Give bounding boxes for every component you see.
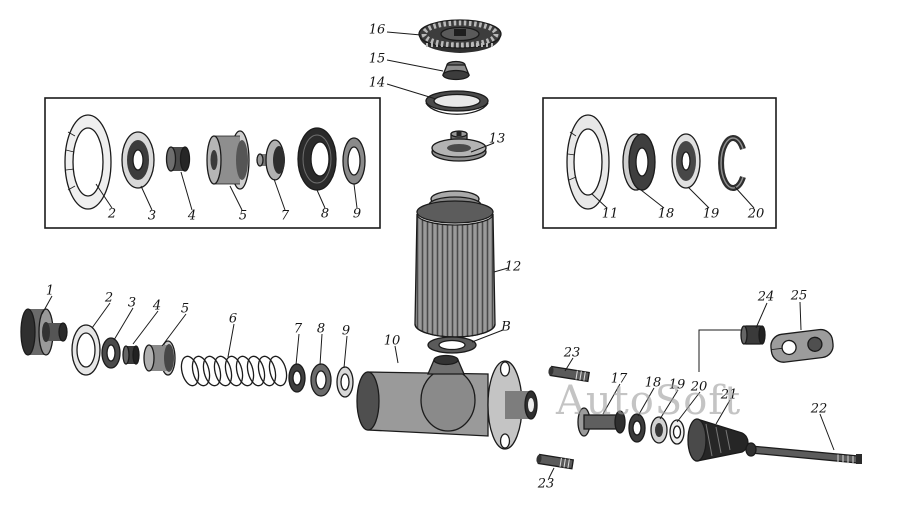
- watermark-text: AutoSoft: [556, 378, 742, 424]
- part-3-washer-detail: [121, 131, 155, 189]
- leader-bracket-24-25: [698, 329, 741, 372]
- leader-lines: [41, 31, 835, 479]
- part-19-seal-detail: [671, 133, 701, 189]
- callout-5: 5: [180, 301, 190, 317]
- part-12-reservoir: [414, 190, 496, 338]
- callout-22: 22: [810, 401, 828, 417]
- part-5-piston-cup: [143, 340, 176, 376]
- callout-left-4: 4: [187, 208, 197, 224]
- part-10-cylinder-body: [356, 354, 538, 450]
- part-b-gasket: [427, 336, 477, 354]
- callout-right-19: 19: [702, 206, 720, 222]
- callout-b: B: [501, 319, 511, 335]
- part-4-bushing-detail: [165, 146, 191, 172]
- part-2-seal: [71, 324, 101, 376]
- callout-21: 21: [720, 387, 738, 403]
- callout-9: 9: [341, 323, 351, 339]
- part-23-stud-lower: [536, 453, 575, 470]
- part-16-filler-cap: [418, 19, 502, 53]
- part-23-stud-upper: [548, 365, 590, 383]
- part-24-nut: [740, 325, 766, 345]
- callout-2: 2: [104, 290, 114, 306]
- part-9-ring-detail: [342, 137, 366, 185]
- part-17-pushrod-seat: [577, 407, 626, 437]
- part-15-valve-insert: [442, 60, 470, 81]
- callout-19: 19: [668, 377, 686, 393]
- callout-left-8: 8: [320, 206, 330, 222]
- part-8-cup-seal: [310, 363, 332, 397]
- part-25-clevis: [770, 328, 834, 363]
- part-22-pushrod: [745, 442, 862, 464]
- callout-7: 7: [293, 321, 303, 337]
- part-7-valve: [288, 363, 306, 393]
- callout-16: 16: [368, 22, 386, 38]
- callout-left-7: 7: [280, 208, 290, 224]
- callout-3: 3: [127, 295, 137, 311]
- callout-18: 18: [644, 375, 662, 391]
- part-5-piston-detail: [206, 130, 250, 190]
- callout-23-upper: 23: [563, 345, 581, 361]
- part-19-seal: [650, 416, 668, 444]
- callout-13: 13: [488, 131, 506, 147]
- callout-15: 15: [368, 51, 386, 67]
- callout-left-3: 3: [147, 208, 157, 224]
- part-18-washer: [628, 413, 646, 443]
- part-18-washer-detail: [622, 133, 656, 191]
- part-7-valve-detail: [256, 139, 285, 181]
- callout-right-11: 11: [601, 206, 619, 222]
- callout-left-5: 5: [238, 208, 248, 224]
- callout-6: 6: [228, 311, 238, 327]
- part-14-diaphragm: [425, 90, 489, 115]
- callout-right-18: 18: [657, 206, 675, 222]
- part-11-boot-seal-detail: [566, 114, 610, 210]
- callout-left-2: 2: [107, 206, 117, 222]
- detail-box-right: [542, 97, 777, 229]
- part-3-washer: [101, 337, 121, 369]
- callout-25: 25: [790, 288, 808, 304]
- callout-24: 24: [757, 289, 775, 305]
- part-20-snap-ring-detail: [718, 135, 746, 191]
- callout-20: 20: [690, 379, 708, 395]
- part-9-ring: [336, 366, 354, 398]
- callout-8: 8: [316, 321, 326, 337]
- part-21-boot: [687, 418, 749, 462]
- callout-right-20: 20: [747, 206, 765, 222]
- detail-box-left: [44, 97, 381, 229]
- callout-4: 4: [152, 298, 162, 314]
- part-4-bushing: [122, 345, 140, 365]
- part-6-spring: [180, 355, 288, 387]
- callout-10: 10: [383, 333, 401, 349]
- callout-14: 14: [368, 75, 386, 91]
- callout-12: 12: [504, 259, 522, 275]
- callout-23-lower: 23: [537, 476, 555, 492]
- callout-17: 17: [610, 371, 628, 387]
- callout-1: 1: [45, 283, 55, 299]
- part-1-end-plug: [20, 308, 68, 356]
- part-20-snap-ring: [669, 419, 685, 445]
- part-2-seal-detail: [64, 114, 112, 210]
- part-8-cup-seal-detail: [297, 127, 337, 191]
- part-13-fitting: [431, 130, 487, 162]
- callout-left-9: 9: [352, 206, 362, 222]
